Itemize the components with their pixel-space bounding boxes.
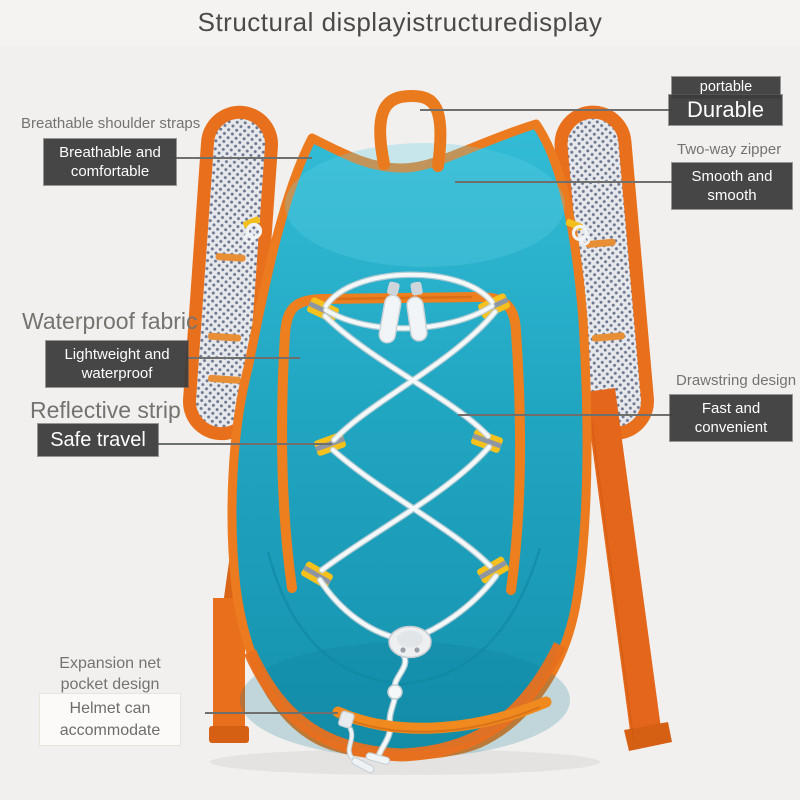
callout-line-drawstring bbox=[458, 414, 672, 416]
bottom-zipper bbox=[332, 696, 552, 774]
top-zipper-teeth bbox=[329, 295, 473, 301]
front-panel-piping bbox=[277, 291, 526, 595]
page-title: Structural displayistructuredisplay bbox=[197, 7, 603, 37]
badge-breathable: Breathable and comfortable bbox=[44, 139, 176, 186]
label-waterproof-fabric: Waterproof fabric bbox=[22, 308, 198, 334]
label-expansion-pocket: Expansion net pocket design bbox=[59, 655, 161, 693]
badge-portable: portable bbox=[672, 77, 780, 98]
callout-line-pocket bbox=[205, 712, 338, 714]
carry-handle bbox=[374, 89, 447, 172]
badge-helmet: Helmet can accommodate bbox=[40, 694, 180, 746]
badge-durable: Durable bbox=[669, 95, 782, 126]
cord-lock-toggle bbox=[388, 625, 432, 659]
badge-lightweight: Lightweight and waterproof bbox=[46, 341, 188, 388]
badge-fast-convenient: Fast and convenient bbox=[670, 395, 792, 442]
label-shoulder-straps: Breathable shoulder straps bbox=[21, 115, 201, 132]
bottom-zipper-pull-tip bbox=[351, 757, 375, 774]
cord-tip bbox=[365, 752, 391, 765]
strap-hook-left bbox=[243, 216, 263, 244]
label-drawstring-design: Drawstring design bbox=[676, 372, 797, 389]
backpack-body bbox=[227, 119, 592, 762]
label-two-way-zipper: Two-way zipper bbox=[677, 141, 782, 158]
top-zipper-pulls bbox=[378, 281, 428, 344]
callout-line-zipper bbox=[455, 181, 672, 183]
callout-line-fabric bbox=[187, 357, 300, 359]
callout-line-durable bbox=[420, 109, 672, 111]
label-reflective-strip: Reflective strip bbox=[30, 397, 181, 423]
callout-line-shoulder bbox=[175, 157, 312, 159]
badge-smooth: Smooth and smooth bbox=[672, 163, 792, 210]
badge-safe-travel: Safe travel bbox=[38, 424, 158, 456]
callout-line-reflective bbox=[158, 443, 332, 445]
bottom-base-trim bbox=[244, 642, 566, 762]
ground-shadow bbox=[210, 749, 600, 775]
title-strip bbox=[0, 0, 800, 46]
cord-knot bbox=[387, 684, 403, 700]
strap-hook-right bbox=[565, 218, 591, 246]
webbing-strap-right bbox=[585, 388, 672, 751]
bottom-pocket-seam bbox=[266, 547, 542, 686]
